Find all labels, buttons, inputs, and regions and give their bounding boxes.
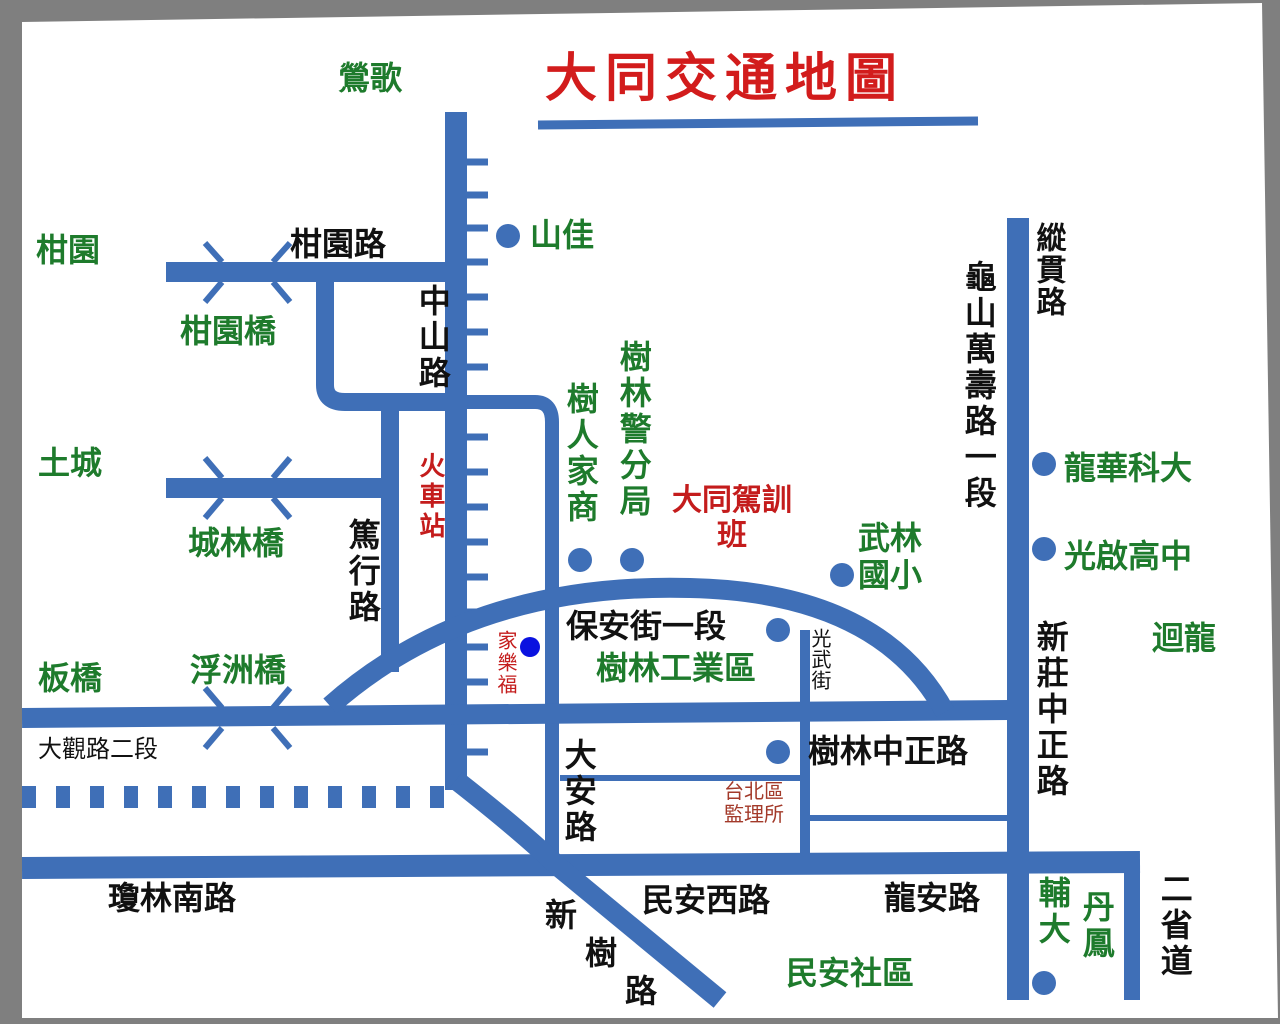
label-longan-road: 龍安路 — [884, 879, 981, 917]
qionglin-road-line — [21, 851, 1141, 879]
label-baoan-street: 保安街一段 — [566, 607, 727, 645]
shuren-road — [466, 395, 559, 860]
xinshu-char-3: 路 — [625, 972, 658, 1010]
label-zhongshan-road: 中山路 — [413, 284, 452, 392]
label-highway-2: 二省道 — [1155, 872, 1194, 980]
label-fuzhou-bridge: 浮洲橋 — [190, 651, 287, 689]
label-shanjia: 山佳 — [530, 216, 595, 254]
place-markers — [496, 224, 1056, 995]
label-daan-road: 大安路 — [559, 738, 598, 846]
label-minan-community: 民安社區 — [786, 954, 915, 992]
jialefu-marker — [520, 637, 540, 657]
label-duxing-road: 篤行路 — [343, 518, 382, 626]
label-qionglin-road: 瓊林南路 — [108, 879, 237, 917]
label-minan-west-road: 民安西路 — [642, 881, 771, 919]
wulin-marker — [830, 563, 854, 587]
label-shuren: 樹人家商 — [561, 382, 600, 526]
guangqi-marker — [1032, 537, 1056, 561]
label-banqiao: 板橋 — [38, 659, 103, 697]
map-title: 大同交通地圖 — [545, 49, 906, 109]
label-ganyuan-bridge: 柑園橋 — [180, 312, 277, 350]
map-sheet — [22, 3, 1278, 1018]
bridge-ticks — [202, 240, 293, 750]
shuren-marker — [568, 548, 592, 572]
label-ganyuan-road: 柑園路 — [290, 225, 387, 263]
police-marker — [620, 548, 644, 572]
label-guangqi: 光啟高中 — [1064, 537, 1193, 575]
label-guangwu-street: 光武街 — [808, 628, 832, 691]
label-shulin-police: 樹林警分局 — [614, 340, 653, 520]
xinshu-char-1: 新 — [545, 896, 578, 934]
title-underline — [537, 116, 979, 130]
label-daguan-road: 大觀路二段 — [38, 735, 158, 763]
mvo-marker — [766, 740, 790, 764]
label-huilong: 迴龍 — [1152, 619, 1217, 657]
label-wulin-elementary: 武林國小 — [858, 519, 923, 594]
label-jialefu: 家樂福 — [494, 630, 518, 696]
label-shulin-industrial: 樹林工業區 — [596, 649, 757, 687]
label-chenglin-bridge: 城林橋 — [188, 524, 285, 562]
baoan-arc — [323, 577, 954, 717]
roads — [21, 112, 1141, 1008]
label-yingge: 鶯歌 — [338, 59, 403, 97]
fuda-marker — [1032, 971, 1056, 995]
label-taipei-mvo: 台北區監理所 — [724, 779, 784, 826]
label-fuda: 輔大 — [1033, 876, 1072, 948]
label-danfeng: 丹鳳 — [1077, 890, 1116, 962]
label-xinzhuang-zhongzheng-road: 新莊中正路 — [1031, 620, 1070, 800]
label-lunghwa: 龍華科大 — [1064, 449, 1193, 487]
xinshu-char-2: 樹 — [585, 934, 618, 972]
label-train-station: 火車站 — [414, 452, 445, 542]
shanjia-marker — [496, 224, 520, 248]
label-ganyuan: 柑園 — [36, 231, 101, 269]
label-guishan-wanshou-road: 龜山萬壽路一段 — [959, 260, 998, 512]
ganyuan-connector — [316, 272, 446, 411]
label-tucheng: 土城 — [38, 444, 103, 482]
banqiao-road-line — [21, 700, 1011, 728]
label-zongguan-road: 縱貫路 — [1030, 222, 1066, 318]
xinshu-road-line — [449, 772, 727, 1008]
lunghwa-marker — [1032, 452, 1056, 476]
label-shulin-zhongzheng-road: 樹林中正路 — [808, 732, 969, 770]
label-datong-driving-school: 大同駕訓班 — [672, 483, 792, 553]
baoan-marker — [766, 618, 790, 642]
